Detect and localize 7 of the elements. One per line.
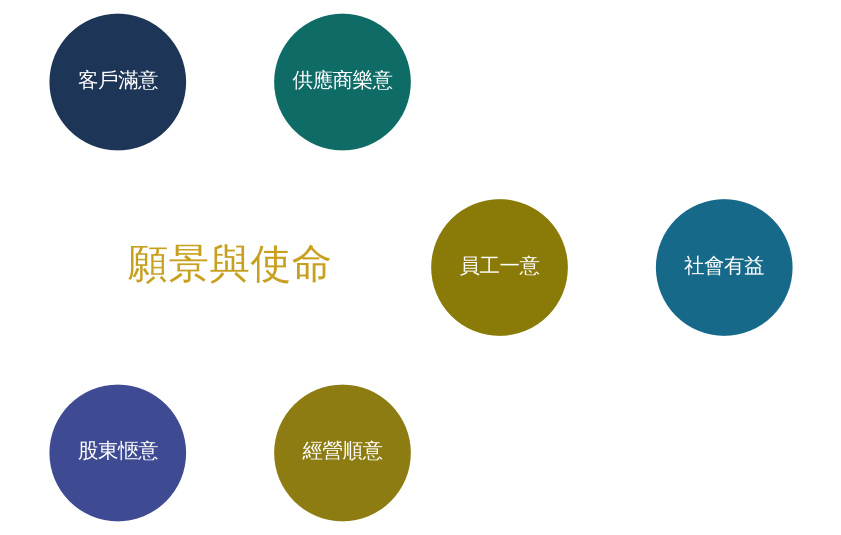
node-circle: 供應商樂意 (274, 14, 410, 150)
node-circle: 社會有益 (655, 199, 792, 336)
node-circle: 員工一意 (430, 199, 568, 336)
node-circle: 客戶滿意 (48, 14, 186, 150)
node-circle: 股東愜意 (48, 384, 186, 522)
label: 願景與使命 (127, 240, 332, 288)
node-circle: 經營順意 (274, 384, 410, 522)
